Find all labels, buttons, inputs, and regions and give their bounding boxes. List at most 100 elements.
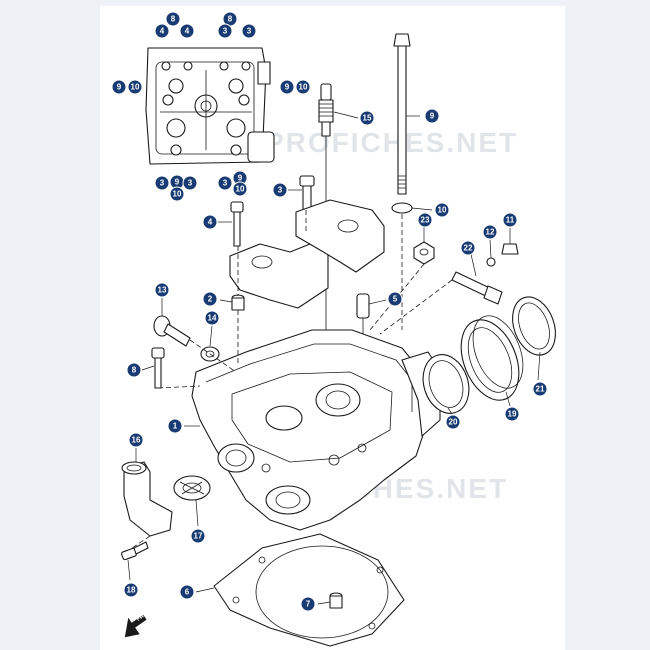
callout-c11: 11	[502, 212, 518, 228]
callout-c19: 19	[504, 406, 520, 422]
intake-clamp	[422, 354, 470, 414]
svg-text:3: 3	[160, 179, 165, 188]
callout-c3e: 3	[217, 175, 233, 191]
callout-c4a: 4	[154, 23, 170, 39]
svg-text:3: 3	[223, 27, 228, 36]
svg-text:7: 7	[306, 600, 311, 609]
bolt-22	[451, 271, 503, 305]
callout-c3d: 3	[182, 175, 198, 191]
callout-c10d: 10	[232, 181, 248, 197]
stud-bolt	[393, 33, 411, 195]
callout-c22: 22	[460, 240, 476, 256]
callout-c12: 12	[482, 224, 498, 240]
washer	[391, 202, 413, 214]
svg-text:10: 10	[236, 185, 245, 194]
oil-pipe	[356, 293, 370, 348]
cylinder-head-top-view	[145, 47, 275, 165]
callout-c16: 16	[128, 432, 144, 448]
svg-text:2: 2	[208, 295, 213, 304]
bolt-4	[230, 201, 244, 247]
callout-c13: 13	[154, 282, 170, 298]
callout-c5: 5	[387, 291, 403, 307]
svg-text:23: 23	[421, 216, 430, 225]
svg-text:21: 21	[536, 385, 545, 394]
intake-clamp-outer	[512, 296, 556, 356]
svg-text:3: 3	[247, 27, 252, 36]
callout-c20: 20	[445, 414, 461, 430]
svg-text:9: 9	[430, 112, 435, 121]
callout-c21: 21	[532, 381, 548, 397]
svg-text:10: 10	[131, 83, 140, 92]
callout-c7: 7	[300, 596, 316, 612]
callout-c18: 18	[123, 582, 139, 598]
svg-text:4: 4	[185, 27, 190, 36]
callout-c3c: 3	[154, 175, 170, 191]
dowel-7	[329, 592, 343, 609]
callout-c10w: 10	[434, 202, 450, 218]
callout-c3a: 3	[217, 23, 233, 39]
callout-c9r: 9	[279, 79, 295, 95]
bolt-3	[299, 175, 315, 211]
callout-c17: 17	[190, 528, 206, 544]
callout-c9bolt: 9	[424, 108, 440, 124]
callout-c2: 2	[202, 291, 218, 307]
svg-text:3: 3	[278, 186, 283, 195]
callout-c10r: 10	[295, 79, 311, 95]
dowel-pin	[231, 294, 245, 311]
bolt-13	[153, 315, 191, 347]
callout-c10c: 10	[169, 186, 185, 202]
svg-text:17: 17	[194, 532, 203, 541]
svg-text:6: 6	[185, 588, 190, 597]
callout-c6: 6	[179, 584, 195, 600]
svg-text:9: 9	[285, 83, 290, 92]
head-gasket	[213, 533, 405, 647]
fwd-label: FWD	[136, 611, 149, 623]
svg-text:4: 4	[160, 27, 165, 36]
plug-11	[501, 243, 519, 255]
intake-boot	[460, 315, 524, 401]
svg-text:3: 3	[188, 179, 193, 188]
svg-text:10: 10	[299, 83, 308, 92]
svg-text:19: 19	[508, 410, 517, 419]
svg-text:8: 8	[171, 15, 176, 24]
thermostat	[173, 475, 211, 501]
callout-c1: 1	[167, 418, 183, 434]
callout-c23: 23	[417, 212, 433, 228]
svg-text:12: 12	[486, 228, 495, 237]
fwd-arrow-icon: FWD	[124, 611, 149, 638]
bolt-18	[121, 541, 149, 561]
svg-text:8: 8	[132, 366, 137, 375]
svg-text:13: 13	[158, 286, 167, 295]
svg-text:9: 9	[238, 174, 243, 183]
svg-text:20: 20	[449, 418, 458, 427]
svg-text:8: 8	[228, 15, 233, 24]
svg-text:22: 22	[464, 244, 473, 253]
callout-c4b: 4	[179, 23, 195, 39]
svg-text:1: 1	[173, 422, 178, 431]
callout-c4bolt: 4	[202, 214, 218, 230]
callout-c3b: 3	[241, 23, 257, 39]
svg-text:14: 14	[208, 314, 217, 323]
svg-text:16: 16	[132, 436, 141, 445]
leader-lines	[127, 111, 541, 605]
svg-text:15: 15	[363, 114, 372, 123]
svg-text:5: 5	[393, 295, 398, 304]
svg-text:9: 9	[117, 83, 122, 92]
washer-12	[486, 257, 496, 267]
callout-c15: 15	[359, 110, 375, 126]
svg-text:18: 18	[127, 586, 136, 595]
callout-c8a: 8	[165, 11, 181, 27]
water-outlet	[121, 461, 173, 537]
svg-text:9: 9	[175, 178, 180, 187]
callout-c9l: 9	[111, 79, 127, 95]
svg-text:11: 11	[506, 216, 515, 225]
camshaft-holder	[229, 199, 385, 309]
callout-c3bolt: 3	[272, 182, 288, 198]
svg-text:10: 10	[438, 206, 447, 215]
callout-c10l: 10	[127, 79, 143, 95]
svg-text:10: 10	[173, 190, 182, 199]
svg-text:3: 3	[223, 179, 228, 188]
svg-text:4: 4	[208, 218, 213, 227]
